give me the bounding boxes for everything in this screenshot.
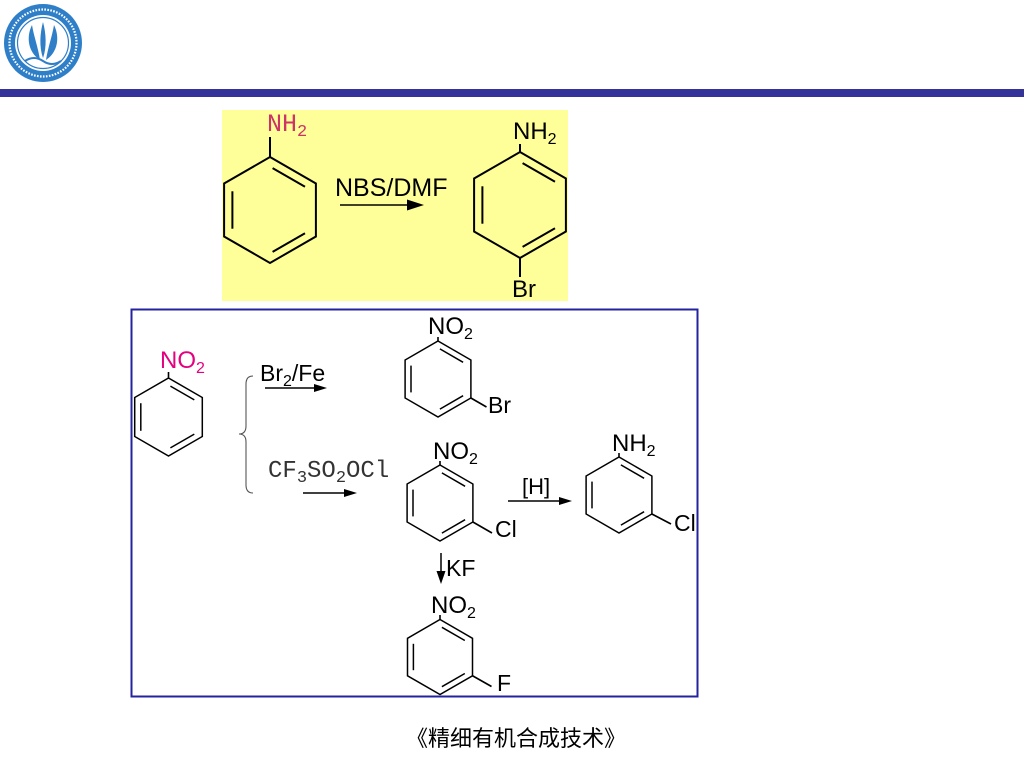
logo-wave-icon	[24, 57, 62, 65]
label-main: Br	[260, 360, 283, 386]
chloro-product-cl-label: Cl	[495, 516, 517, 542]
ring-double-bond	[170, 385, 195, 401]
label-main: OCl	[346, 458, 389, 485]
reduction-arrow	[508, 497, 572, 505]
label-main: NO	[428, 313, 464, 340]
arrow-head	[407, 199, 424, 211]
aniline-ring	[223, 155, 317, 265]
fluoro-product-f-label: F	[497, 670, 511, 696]
label-main: NO	[160, 347, 196, 374]
ring-double-bond	[441, 519, 466, 534]
arrow-head	[314, 384, 327, 392]
chloronitrobenzene-ring	[406, 464, 474, 542]
label-subscript: 3	[297, 469, 307, 488]
nitrobenzene-nitro-label: NO2	[160, 347, 205, 377]
label-main: /Fe	[292, 360, 325, 386]
ring-outline	[585, 456, 653, 534]
bromination-arrow	[265, 384, 327, 392]
chloro-bond	[472, 521, 493, 534]
label-main: SO	[307, 458, 336, 485]
ring-double-bond	[272, 232, 306, 253]
ring-double-bond	[620, 511, 645, 526]
reagent-nbs-dmf: NBS/DMF	[335, 174, 448, 202]
label-subscript: 2	[548, 131, 557, 148]
fluoro-product-nitro-label: NO2	[431, 592, 476, 622]
label-subscript: 2	[464, 326, 473, 343]
school-logo	[4, 4, 82, 82]
ring-double-bond	[272, 167, 306, 188]
bromo-bond	[470, 397, 487, 408]
ring-outline	[223, 155, 317, 265]
ring-double-bond	[170, 433, 195, 449]
label-main: NH	[267, 110, 297, 139]
logo-leaf-left-icon	[28, 25, 40, 60]
label-main: NH	[612, 430, 647, 457]
nitrobenzene-ring	[133, 377, 204, 457]
arrow-head	[559, 497, 572, 505]
label-main: NH	[513, 118, 548, 145]
label-subscript: 2	[297, 123, 307, 142]
reagent-cf3so2ocl: CF3SO2OCl	[268, 458, 389, 488]
ring-double-bond	[441, 672, 466, 688]
logo-lettering-band	[8, 8, 78, 78]
ring-double-bond	[522, 162, 556, 183]
chloroaniline-ring	[585, 456, 653, 534]
reaction-2-panel: NO2 Br2/Fe NO2 Br CF3SO2OCl NO2 Cl [H]	[130, 308, 699, 698]
reduction-product-cl-label: Cl	[674, 510, 696, 536]
fluorination-arrow	[436, 553, 446, 584]
ring-outline	[406, 464, 474, 542]
reagent-kf: KF	[446, 555, 475, 581]
scheme-frame	[130, 308, 699, 698]
ring-double-bond	[439, 395, 464, 410]
chloro-product-nitro-label: NO2	[433, 438, 478, 468]
label-subscript: 2	[283, 373, 292, 390]
reaction-1-panel: NH2 NBS/DMF NH2 Br	[222, 110, 568, 303]
reagent-br2-fe: Br2/Fe	[260, 360, 325, 390]
label-subscript: 2	[647, 443, 656, 460]
label-main: NO	[433, 438, 469, 465]
reagent-hydrogen: [H]	[522, 474, 550, 499]
reaction-arrow	[340, 199, 424, 211]
product-bromo-label: Br	[512, 276, 536, 303]
ring-double-bond	[441, 626, 466, 642]
fluoro-bond	[472, 675, 492, 688]
ring-outline	[133, 377, 204, 457]
logo-leaf-center-icon	[40, 22, 46, 58]
chlorination-arrow	[303, 489, 357, 497]
chloro-bond	[651, 513, 672, 525]
aniline-amino-label: NH2	[267, 110, 307, 142]
bromo-product-br-label: Br	[488, 392, 511, 418]
ring-double-bond	[522, 227, 556, 248]
ring-outline	[406, 618, 474, 696]
label-subscript: 2	[336, 469, 346, 488]
label-main: NO	[431, 592, 467, 619]
product-amino-label: NH2	[513, 118, 557, 148]
label-subscript: 2	[196, 360, 205, 377]
bromo-product-nitro-label: NO2	[428, 313, 473, 343]
label-subscript: 2	[467, 605, 476, 622]
ring-double-bond	[441, 472, 466, 487]
label-subscript: 2	[469, 451, 478, 468]
reduction-product-amino-label: NH2	[612, 430, 656, 460]
logo-inner-ring	[16, 16, 70, 70]
header-bar	[0, 89, 1024, 97]
arrow-head	[436, 571, 446, 584]
ring-double-bond	[439, 348, 464, 363]
ring-outline	[404, 340, 472, 418]
footer-caption: 《精细有机合成技术》	[406, 727, 626, 752]
bromonitrobenzene-ring	[404, 340, 472, 418]
fluoronitrobenzene-ring	[406, 618, 474, 696]
ring-double-bond	[620, 464, 645, 479]
logo-leaf-right-icon	[46, 25, 58, 60]
curly-brace	[238, 375, 254, 494]
arrow-head	[344, 489, 357, 497]
label-main: CF	[268, 458, 297, 485]
